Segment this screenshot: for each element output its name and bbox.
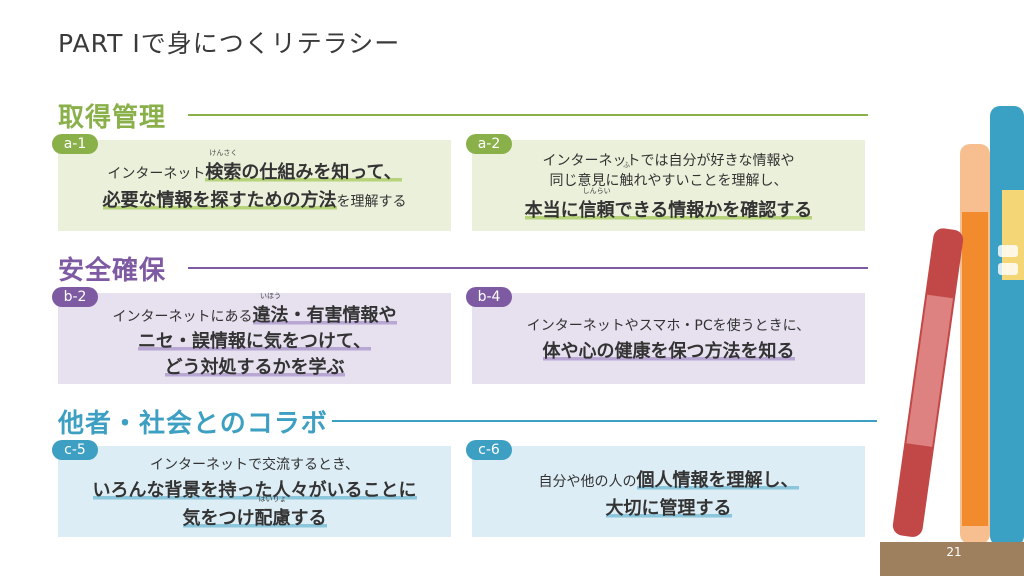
card-emphasis: 必要な情報を探すための方法 — [102, 190, 337, 211]
card-text: 自分や他の人の — [538, 474, 637, 490]
card-text: インターネットやスマホ・PCを使うときに、 — [526, 318, 811, 334]
card-emphasis: 個人情報を理解し、 — [636, 470, 799, 491]
card-text: インターネットにある — [112, 309, 253, 325]
ruby-base: 検索 — [205, 162, 242, 183]
section-divider — [332, 420, 877, 422]
ruby-text: ふ — [623, 161, 630, 169]
card-a1: インターネット けんさく検索の仕組みを知って、 必要な情報を探すための方法を理解す… — [58, 140, 451, 231]
card-emphasis: する — [290, 508, 327, 529]
section-title-safety: 安全確保 — [58, 256, 167, 286]
tag-badge: b-2 — [52, 287, 98, 307]
card-emphasis: ・有害情報や — [288, 305, 397, 326]
card-b4: インターネットやスマホ・PCを使うときに、 体や心の健康を保つ方法を知る — [472, 293, 865, 384]
card-emphasis: ニセ・誤情報に気をつけて、 — [137, 331, 372, 352]
tag-badge: c-5 — [52, 440, 98, 460]
card-emphasis: 大切に管理する — [605, 498, 732, 519]
tag-badge: c-6 — [466, 440, 512, 460]
card-emphasis: いろんな背景を持った人々がいることに — [92, 480, 417, 501]
card-text: を理解する — [336, 194, 407, 210]
card-text: インターネットで交流するとき、 — [149, 457, 360, 473]
page-title: PART Ⅰで身につくリテラシー — [58, 29, 401, 58]
red-book — [892, 228, 964, 537]
section-divider — [188, 267, 868, 269]
card-emphasis: できる情報かを確認する — [614, 200, 813, 221]
blue-book — [990, 106, 1024, 546]
card-emphasis: の仕組みを知って、 — [241, 162, 402, 183]
card-c5: インターネットで交流するとき、 いろんな背景を持った人々がいることに 気をつけは… — [58, 446, 451, 537]
card-text: れやすいことを理解し、 — [633, 173, 788, 189]
card-emphasis: 本当に — [524, 200, 579, 221]
orange-book — [960, 144, 990, 544]
tag-badge: b-4 — [466, 287, 512, 307]
card-emphasis: どう対処するかを学ぶ — [164, 357, 345, 378]
ruby-base: 触 — [619, 173, 634, 189]
card-text: インターネットでは自分が好きな情報や — [542, 153, 795, 169]
ruby-text: けんさく — [209, 149, 238, 157]
page-number: 21 — [946, 545, 962, 559]
card-b2: インターネットにある いほう違法・有害情報や ニセ・誤情報に気をつけて、 どう対処… — [58, 292, 451, 384]
ruby-text: いほう — [260, 292, 281, 300]
card-a2: インターネットでは自分が好きな情報や 同じ意見にふ触れやすいことを理解し、 本当… — [472, 140, 865, 231]
card-text: インターネット — [107, 166, 206, 182]
ruby-base: 信頼 — [578, 200, 615, 221]
card-emphasis: 体や心の健康を保つ方法を知る — [542, 341, 795, 362]
book-base — [880, 542, 1024, 576]
ruby-text: はいりょ — [258, 495, 287, 503]
tag-badge: a-1 — [52, 134, 98, 154]
ruby-base: 違法 — [252, 305, 289, 326]
card-emphasis: 気をつけ — [182, 508, 255, 529]
ruby-base: 配慮 — [254, 508, 291, 529]
section-title-acquisition: 取得管理 — [58, 103, 167, 133]
tag-badge: a-2 — [466, 134, 512, 154]
section-title-collaboration: 他者・社会とのコラボ — [58, 409, 328, 439]
books-illustration — [880, 106, 1024, 576]
card-c6: 自分や他の人の個人情報を理解し、 大切に管理する — [472, 446, 865, 537]
ruby-text: しんらい — [582, 187, 611, 195]
card-text: 同じ意見に — [549, 173, 620, 189]
section-divider — [188, 114, 868, 116]
